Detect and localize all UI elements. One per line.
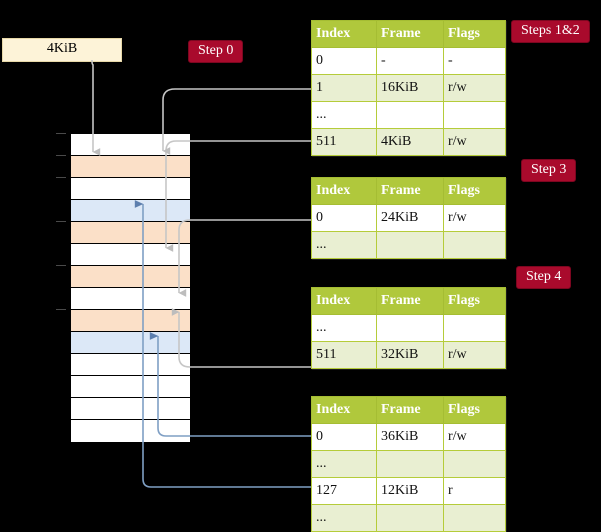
cell-flags: - <box>443 47 506 75</box>
cell-index: 1 <box>311 74 377 102</box>
cell-index: 0 <box>311 423 377 451</box>
badge-step-3: Step 3 <box>521 159 577 182</box>
memory-row-12 <box>71 398 190 420</box>
cell-index: ... <box>311 314 377 342</box>
memory-row-8 <box>71 310 190 332</box>
wire-table2-511-to-memory <box>171 308 311 368</box>
frame-box-4kib: 4KiB <box>2 38 122 62</box>
table-row: ... <box>311 231 506 259</box>
badge-step-0: Step 0 <box>188 40 244 63</box>
memory-row-4 <box>71 222 190 244</box>
cell-index: ... <box>311 101 377 129</box>
cell-frame: 36KiB <box>376 423 444 451</box>
column-header-index: Index <box>311 396 377 424</box>
column-header-frame: Frame <box>376 396 444 424</box>
cell-frame <box>376 504 444 532</box>
table-row: ... <box>311 450 506 478</box>
tick-mark-0 <box>56 133 66 134</box>
cell-flags <box>443 504 506 532</box>
cell-flags: r/w <box>443 128 506 156</box>
memory-row-2 <box>71 178 190 200</box>
frame-box-label: 4KiB <box>46 41 78 56</box>
memory-row-5 <box>71 244 190 266</box>
tick-mark-4 <box>56 221 66 222</box>
table-row: ... <box>311 314 506 342</box>
cell-frame <box>376 450 444 478</box>
memory-row-1 <box>71 156 190 178</box>
memory-row-0 <box>71 134 190 156</box>
tick-mark-1 <box>56 155 66 156</box>
cell-flags <box>443 231 506 259</box>
memory-row-3 <box>71 200 190 222</box>
column-header-frame: Frame <box>376 287 444 315</box>
column-header-index: Index <box>311 20 377 48</box>
cell-frame: 32KiB <box>376 341 444 369</box>
cell-index: 511 <box>311 341 377 369</box>
cell-index: 511 <box>311 128 377 156</box>
cell-flags <box>443 314 506 342</box>
memory-row-13 <box>71 420 190 442</box>
cell-flags: r/w <box>443 74 506 102</box>
memory-row-10 <box>71 354 190 376</box>
cell-index: 0 <box>311 47 377 75</box>
table-row: 0-- <box>311 47 506 75</box>
column-header-index: Index <box>311 177 377 205</box>
cell-index: ... <box>311 231 377 259</box>
physical-memory-column <box>70 133 191 443</box>
tick-mark-8 <box>56 309 66 310</box>
memory-row-11 <box>71 376 190 398</box>
column-header-frame: Frame <box>376 177 444 205</box>
table-row: ... <box>311 101 506 129</box>
wire-table1-0-to-memory <box>178 219 311 297</box>
cell-frame: 16KiB <box>376 74 444 102</box>
cell-index: 0 <box>311 204 377 232</box>
column-header-flags: Flags <box>443 20 506 48</box>
tick-mark-6 <box>56 265 66 266</box>
memory-row-7 <box>71 288 190 310</box>
memory-row-6 <box>71 266 190 288</box>
cell-flags <box>443 101 506 129</box>
cell-flags: r/w <box>443 341 506 369</box>
column-header-flags: Flags <box>443 287 506 315</box>
badge-steps-1-2: Steps 1&2 <box>511 20 590 43</box>
cell-flags: r <box>443 477 506 505</box>
badge-step-4: Step 4 <box>516 266 572 289</box>
tick-mark-2 <box>56 177 66 178</box>
column-header-flags: Flags <box>443 177 506 205</box>
column-header-index: Index <box>311 287 377 315</box>
cell-frame <box>376 314 444 342</box>
cell-frame: 4KiB <box>376 128 444 156</box>
cell-frame: 12KiB <box>376 477 444 505</box>
cell-frame: - <box>376 47 444 75</box>
cell-index: ... <box>311 504 377 532</box>
cell-flags: r/w <box>443 204 506 232</box>
column-header-flags: Flags <box>443 396 506 424</box>
cell-flags: r/w <box>443 423 506 451</box>
cell-index: 127 <box>311 477 377 505</box>
cell-index: ... <box>311 450 377 478</box>
cell-frame <box>376 231 444 259</box>
cell-frame: 24KiB <box>376 204 444 232</box>
cell-frame <box>376 101 444 129</box>
column-header-frame: Frame <box>376 20 444 48</box>
cell-flags <box>443 450 506 478</box>
memory-row-9 <box>71 332 190 354</box>
table-row: ... <box>311 504 506 532</box>
